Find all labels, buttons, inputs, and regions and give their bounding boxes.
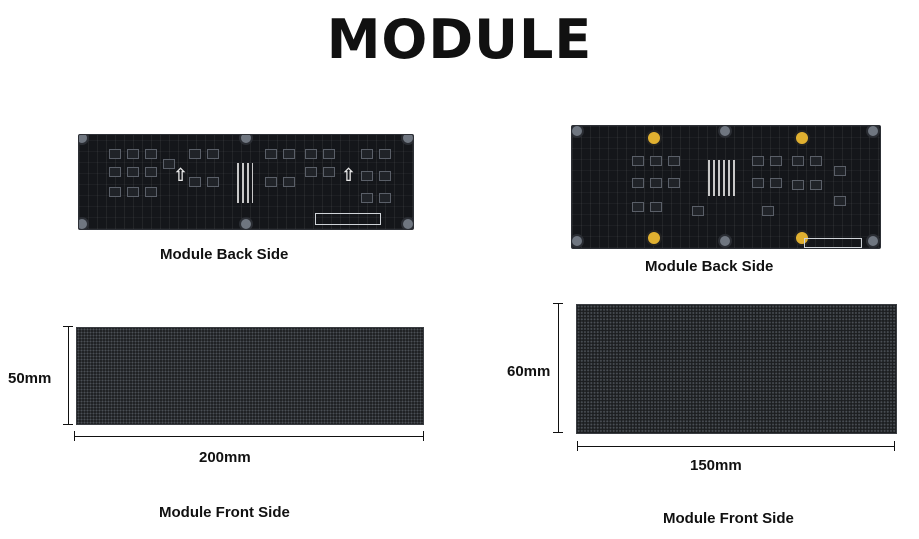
mount-hole [866, 234, 880, 248]
mount-hole [572, 126, 584, 138]
gold-pad [794, 130, 810, 146]
right-back-caption: Module Back Side [645, 258, 774, 275]
right-module-front-panel [576, 304, 897, 434]
connector-header [708, 160, 736, 196]
right-height-label: 60mm [507, 363, 551, 380]
mount-hole [79, 135, 89, 145]
mount-hole [718, 234, 732, 248]
arrow-up-icon: ⇧ [173, 165, 189, 185]
width-dimension-line [74, 436, 424, 437]
mount-hole [239, 217, 253, 229]
height-dimension-line [68, 326, 69, 425]
height-dimension-line [558, 303, 559, 433]
mount-hole [718, 126, 732, 138]
mount-hole [401, 217, 413, 229]
gold-pad [646, 230, 662, 246]
right-width-label: 150mm [690, 457, 742, 474]
left-back-caption: Module Back Side [160, 246, 289, 263]
left-module-back-pcb: ⇧ ⇧ [78, 134, 414, 230]
arrow-up-icon: ⇧ [341, 165, 357, 185]
mount-hole [401, 135, 413, 145]
gold-pad [646, 130, 662, 146]
label-box [315, 213, 381, 225]
label-box [804, 238, 862, 248]
mount-hole [572, 234, 584, 248]
width-dimension-line [577, 446, 895, 447]
left-module-front-panel [76, 327, 424, 425]
left-front-caption: Module Front Side [159, 504, 290, 521]
page-title: MODULE [326, 8, 593, 71]
connector-header [237, 163, 253, 203]
left-width-label: 200mm [199, 449, 251, 466]
mount-hole [866, 126, 880, 138]
mount-hole [239, 135, 253, 145]
right-module-back-pcb [571, 125, 881, 249]
left-height-label: 50mm [8, 370, 52, 387]
right-front-caption: Module Front Side [663, 510, 794, 527]
mount-hole [79, 217, 89, 229]
